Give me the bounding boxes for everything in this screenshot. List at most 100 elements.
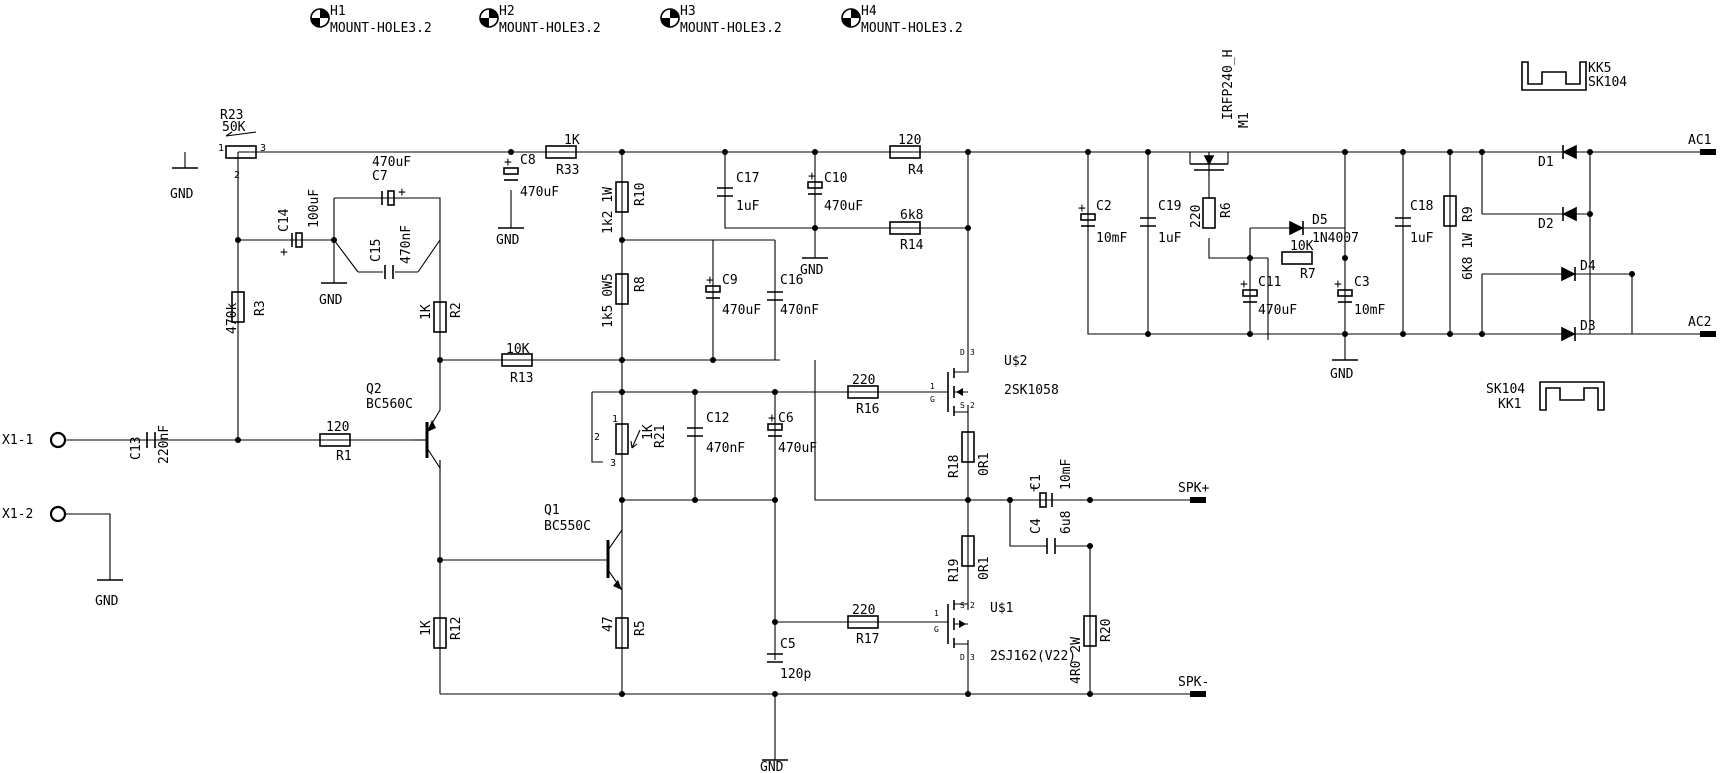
resistor-ref: R19: [947, 559, 962, 582]
pin-label: S: [960, 601, 965, 610]
junction-dot: [1145, 331, 1151, 337]
connector-label: AC2: [1688, 315, 1711, 330]
junction-dot: [965, 497, 971, 503]
resistor-value: 120: [326, 420, 349, 435]
capacitor-c2: + C2 10mF: [1078, 199, 1127, 246]
capacitor-c15: C15 470nF: [358, 225, 418, 279]
connector-x1-2[interactable]: X1-2: [2, 505, 67, 523]
resistor-ref: R33: [556, 163, 579, 178]
resistor-value: 470k: [225, 303, 240, 334]
junction-dot: [1085, 149, 1091, 155]
junction-dot: [812, 149, 818, 155]
junction-dot: [508, 149, 514, 155]
resistor-ref: R14: [900, 238, 924, 253]
connector-label: X1-1: [2, 433, 33, 448]
resistor-r3: 470k R3: [225, 291, 268, 334]
potentiometer-r23: R23 50K 1 3 2: [218, 108, 266, 181]
resistor-ref: R3: [253, 300, 268, 316]
resistor-ref: R21: [653, 425, 668, 448]
transistor-ref: Q2: [366, 382, 382, 397]
capacitor-value: 6u8: [1059, 511, 1074, 534]
resistor-value: 6k8: [900, 208, 923, 223]
gnd-label: GND: [170, 187, 194, 202]
connector-spk-neg[interactable]: SPK-: [1178, 675, 1209, 697]
capacitor-ref: C4: [1029, 518, 1044, 534]
capacitor-value: 470nF: [399, 225, 414, 264]
resistor-value: 6K8 1W: [1461, 233, 1476, 280]
diode-value: 1N4007: [1312, 231, 1359, 246]
pin-label: 3: [970, 348, 975, 357]
mount-hole-value: MOUNT-HOLE3.2: [330, 21, 432, 36]
capacitor-ref: C16: [780, 273, 803, 288]
polarity-sign: +: [398, 185, 406, 200]
connector-ac1[interactable]: AC1: [1688, 133, 1716, 155]
gnd-symbol: GND: [95, 579, 123, 609]
heatsink-ref: KK5: [1588, 61, 1611, 76]
capacitor-value: 470uF: [520, 185, 559, 200]
mount-hole-h1: H1 MOUNT-HOLE3.2: [310, 4, 432, 36]
junction-dot: [1247, 331, 1253, 337]
resistor-r4: 120 R4: [889, 133, 924, 178]
resistor-ref: R4: [908, 163, 924, 178]
gnd-label: GND: [1330, 367, 1354, 382]
junction-dot: [1145, 149, 1151, 155]
capacitor-c10: + C10 470uF: [807, 169, 863, 214]
junction-dot: [710, 357, 716, 363]
junction-dot: [772, 619, 778, 625]
junction-dot: [965, 691, 971, 697]
capacitor-value: 470uF: [1258, 303, 1297, 318]
wires: [66, 151, 1700, 760]
junction-dot: [437, 557, 443, 563]
resistor-ref: R23: [220, 108, 243, 123]
capacitor-ref: C2: [1096, 199, 1112, 214]
capacitor-value: 470uF: [722, 303, 761, 318]
mount-hole-ref: H3: [680, 4, 696, 19]
resistor-r2: 1K R2: [419, 301, 464, 333]
capacitor-value: 470nF: [780, 303, 819, 318]
connector-label: AC1: [1688, 133, 1711, 148]
junction-dot: [1087, 691, 1093, 697]
diode-d1: D1: [1538, 144, 1577, 170]
connector-x1-1[interactable]: X1-1: [2, 431, 67, 449]
capacitor-ref: C14: [277, 208, 292, 232]
heatsink-kk1: SK104 KK1: [1486, 381, 1605, 412]
gnd-symbol: GND: [760, 759, 788, 773]
mosfet-m1: IRFP240_H M1: [1189, 50, 1252, 176]
diode-ref: D4: [1580, 259, 1596, 274]
junction-dot: [1342, 255, 1348, 261]
junction-dot: [812, 225, 818, 231]
pin-label: S: [960, 401, 965, 410]
diode-ref: D1: [1538, 155, 1554, 170]
mosfet-ref: U$1: [990, 601, 1013, 616]
capacitor-ref: C18: [1410, 199, 1433, 214]
gnd-symbol: GND: [170, 167, 198, 202]
capacitor-ref: C10: [824, 171, 847, 186]
capacitor-ref: C13: [129, 437, 144, 460]
connector-spk-pos[interactable]: SPK+: [1178, 481, 1209, 503]
mount-hole-h2: H2 MOUNT-HOLE3.2: [479, 4, 601, 36]
polarity-sign: +: [808, 169, 816, 184]
capacitor-value: 10mF: [1354, 303, 1385, 318]
transistor-ref: Q1: [544, 503, 560, 518]
junction-dot: [772, 389, 778, 395]
resistor-value: 1K: [641, 424, 656, 440]
resistor-r18: R18 0R1: [947, 431, 992, 478]
capacitor-value: 220nF: [157, 425, 172, 464]
resistor-r17: 220 R17: [847, 603, 879, 647]
transistor-value: BC560C: [366, 397, 413, 412]
connector-ac2[interactable]: AC2: [1688, 315, 1716, 337]
gnd-label: GND: [800, 263, 824, 278]
diode-ref: D3: [1580, 319, 1596, 334]
polarity-sign: +: [706, 273, 714, 288]
junction-dot: [235, 437, 241, 443]
resistor-value: 1k2 1W: [601, 187, 616, 234]
resistor-r33: 1K R33: [545, 133, 580, 178]
capacitor-c9: + C9 470uF: [705, 273, 761, 318]
polarity-sign: +: [1078, 201, 1086, 216]
resistor-ref: R18: [947, 455, 962, 478]
resistor-ref: R17: [856, 632, 879, 647]
mount-hole-h3: H3 MOUNT-HOLE3.2: [660, 4, 782, 36]
heatsink-value: SK104: [1486, 382, 1525, 397]
capacitor-c8: + C8 470uF: [503, 153, 559, 200]
resistor-value: 120: [898, 133, 921, 148]
